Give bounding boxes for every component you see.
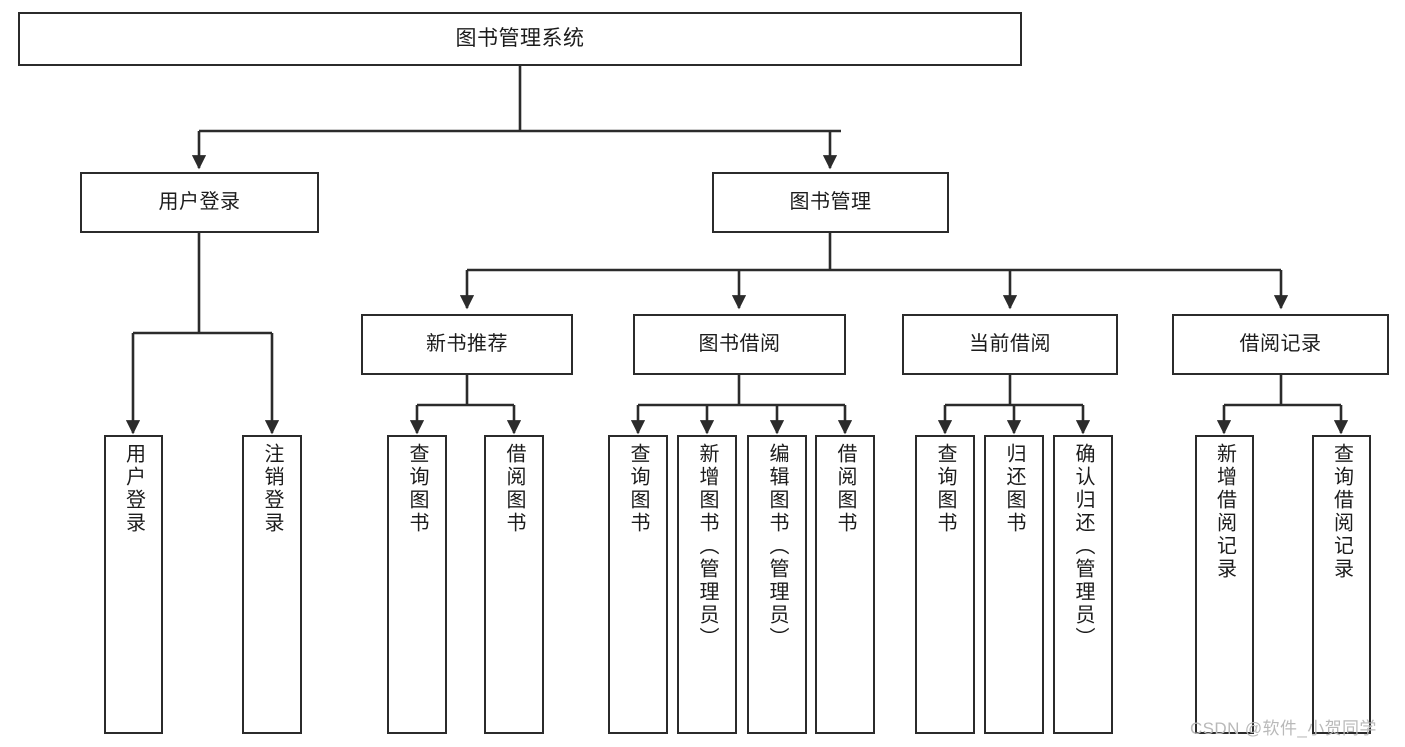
leaf-current-borrow-query-label: 查询图书 bbox=[934, 443, 956, 535]
leaf-user-login-login[interactable]: 用户登录 bbox=[104, 435, 163, 734]
leaf-book-borrow-query[interactable]: 查询图书 bbox=[608, 435, 668, 734]
leaf-new-book-query[interactable]: 查询图书 bbox=[387, 435, 447, 734]
node-current-borrow[interactable]: 当前借阅 bbox=[902, 314, 1118, 375]
node-root-system-label: 图书管理系统 bbox=[455, 27, 585, 51]
node-user-login[interactable]: 用户登录 bbox=[80, 172, 319, 233]
node-user-login-label: 用户登录 bbox=[158, 191, 241, 214]
leaf-borrow-record-query[interactable]: 查询借阅记录 bbox=[1312, 435, 1371, 734]
leaf-new-book-borrow[interactable]: 借阅图书 bbox=[484, 435, 544, 734]
leaf-user-login-logout[interactable]: 注销登录 bbox=[242, 435, 302, 734]
leaf-book-borrow-query-label: 查询图书 bbox=[627, 443, 649, 535]
leaf-book-borrow-add-label: 新增图书（管理员） bbox=[696, 443, 718, 650]
leaf-current-borrow-return[interactable]: 归还图书 bbox=[984, 435, 1044, 734]
leaf-current-borrow-confirm-label: 确认归还（管理员） bbox=[1072, 443, 1094, 650]
leaf-book-borrow-add[interactable]: 新增图书（管理员） bbox=[677, 435, 737, 734]
leaf-borrow-record-add[interactable]: 新增借阅记录 bbox=[1195, 435, 1254, 734]
leaf-current-borrow-confirm[interactable]: 确认归还（管理员） bbox=[1053, 435, 1113, 734]
leaf-book-borrow-edit-label: 编辑图书（管理员） bbox=[766, 443, 788, 650]
leaf-current-borrow-query[interactable]: 查询图书 bbox=[915, 435, 975, 734]
node-book-manage[interactable]: 图书管理 bbox=[712, 172, 949, 233]
leaf-user-login-login-label: 用户登录 bbox=[122, 443, 145, 535]
leaf-user-login-logout-label: 注销登录 bbox=[261, 443, 283, 535]
leaf-current-borrow-return-label: 归还图书 bbox=[1003, 443, 1025, 535]
node-book-borrow-label: 图书借阅 bbox=[698, 333, 781, 356]
leaf-new-book-borrow-label: 借阅图书 bbox=[503, 443, 525, 535]
leaf-book-borrow-edit[interactable]: 编辑图书（管理员） bbox=[747, 435, 807, 734]
node-root-system[interactable]: 图书管理系统 bbox=[18, 12, 1022, 66]
node-current-borrow-label: 当前借阅 bbox=[969, 333, 1051, 356]
csdn-watermark: CSDN @软件_小贺同学 bbox=[1190, 719, 1377, 738]
node-book-borrow[interactable]: 图书借阅 bbox=[633, 314, 846, 375]
node-new-book-recommend[interactable]: 新书推荐 bbox=[361, 314, 573, 375]
node-borrow-record-label: 借阅记录 bbox=[1239, 333, 1322, 356]
node-new-book-recommend-label: 新书推荐 bbox=[426, 333, 508, 356]
node-book-manage-label: 图书管理 bbox=[789, 191, 872, 214]
leaf-borrow-record-query-label: 查询借阅记录 bbox=[1330, 443, 1353, 581]
node-borrow-record[interactable]: 借阅记录 bbox=[1172, 314, 1389, 375]
leaf-book-borrow-borrow-label: 借阅图书 bbox=[834, 443, 856, 535]
leaf-borrow-record-add-label: 新增借阅记录 bbox=[1213, 443, 1236, 581]
leaf-new-book-query-label: 查询图书 bbox=[406, 443, 428, 535]
leaf-book-borrow-borrow[interactable]: 借阅图书 bbox=[815, 435, 875, 734]
